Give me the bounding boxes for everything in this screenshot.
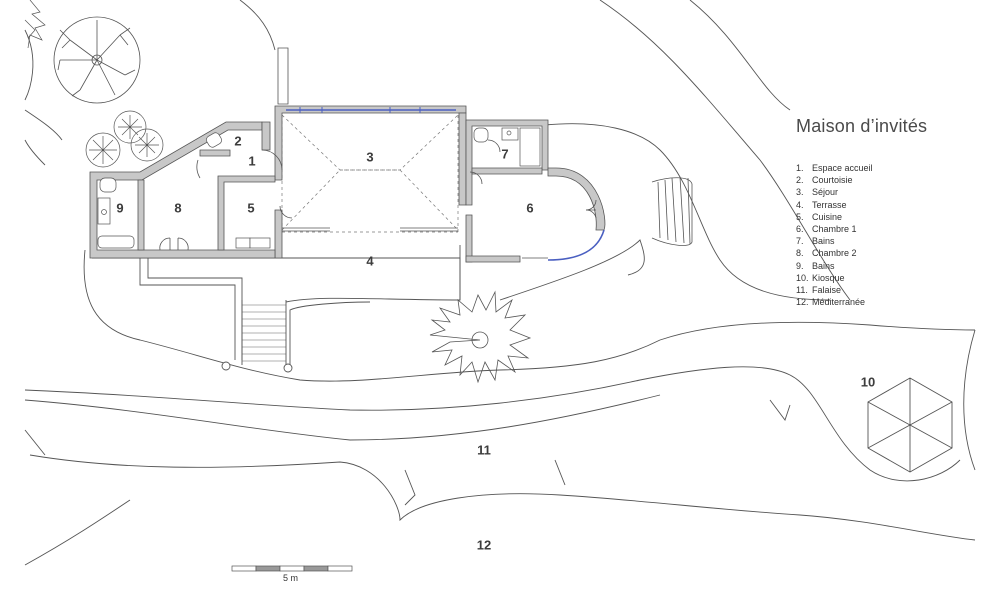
- counter: [249, 237, 271, 249]
- contour-line: [239, 0, 276, 51]
- wall: [199, 149, 231, 157]
- contour-line: [404, 469, 416, 506]
- room-label-6: 6: [526, 200, 534, 216]
- room-label-3: 3: [366, 149, 374, 165]
- contour-line: [554, 459, 566, 486]
- glazing: [547, 229, 605, 261]
- contour-line: [689, 0, 791, 111]
- door-arc: [177, 237, 189, 251]
- wall: [458, 112, 467, 206]
- legend-item: 11.Falaise: [796, 285, 842, 296]
- wall: [465, 214, 473, 263]
- wall: [277, 47, 289, 105]
- path: [139, 258, 236, 360]
- stove: [235, 237, 251, 249]
- room-label-9: 9: [116, 200, 124, 216]
- door-arc: [469, 171, 483, 185]
- contour-line: [24, 109, 63, 141]
- legend-item: 9.Bains: [796, 260, 835, 271]
- stairs: [241, 300, 287, 365]
- legend-item: 7.Bains: [796, 236, 835, 247]
- door-arc: [159, 237, 171, 251]
- room-label-8: 8: [174, 200, 182, 216]
- shrub: [24, 0, 46, 49]
- contour-line: [24, 29, 34, 101]
- path: [147, 258, 243, 360]
- legend-item: 5.Cuisine: [796, 211, 843, 222]
- rock-outline: [499, 239, 645, 301]
- legend-item: 3.Séjour: [796, 187, 839, 198]
- contour-line: [599, 0, 851, 301]
- room-label-4: 4: [366, 253, 374, 269]
- wall: [217, 175, 276, 251]
- legend-item: 10.Kiosque: [796, 272, 845, 283]
- door-arc: [585, 209, 597, 219]
- legend-item: 4.Terrasse: [796, 199, 847, 210]
- sliding-door: [282, 227, 330, 232]
- contour-line: [544, 123, 831, 301]
- path: [285, 245, 461, 303]
- terrace-outline: [92, 257, 461, 300]
- wall: [261, 121, 271, 151]
- contour-line: [963, 329, 976, 471]
- door-arc: [279, 205, 293, 219]
- palm-tree: [429, 290, 532, 384]
- curved-wall: [547, 167, 606, 231]
- room-label-2: 2: [234, 133, 242, 149]
- legend-item: 8.Chambre 2: [796, 248, 857, 259]
- wall: [465, 255, 521, 263]
- toilet: [473, 127, 489, 143]
- room-label-11: 11: [477, 442, 491, 458]
- tree: [85, 110, 164, 168]
- contour-line: [24, 499, 131, 566]
- legend-item: 1.Espace accueil: [796, 163, 873, 173]
- wall: [137, 179, 145, 251]
- contour-line: [24, 139, 46, 166]
- scale-label: 5 m: [283, 573, 299, 583]
- legend-item: 12.Méditerranée: [796, 297, 866, 308]
- contour-line: [24, 429, 46, 456]
- shower: [519, 127, 541, 167]
- door-arc: [261, 149, 283, 171]
- door-arc: [487, 139, 501, 153]
- contour-line: [24, 394, 661, 441]
- legend-item: 2.Courtoisie: [796, 175, 853, 186]
- kiosque: [867, 377, 953, 473]
- room-label-5: 5: [247, 200, 255, 216]
- scale-bar: [231, 565, 353, 572]
- wall: [274, 105, 467, 181]
- contour-line: [769, 399, 791, 421]
- door-arc: [196, 159, 201, 179]
- wall: [465, 119, 549, 206]
- room-label-10: 10: [860, 374, 876, 390]
- wall: [471, 167, 543, 175]
- room-label-7: 7: [501, 146, 509, 162]
- path-post: [283, 363, 293, 373]
- semicircular-steps: [651, 176, 693, 246]
- tree: [53, 16, 141, 104]
- toilet: [206, 132, 222, 148]
- contour-line: [29, 454, 976, 541]
- contour-line: [83, 249, 976, 382]
- contour-line: [24, 366, 961, 482]
- room-label-1: 1: [248, 153, 256, 169]
- toilet: [99, 177, 117, 193]
- plan-title: Maison d’invités: [796, 116, 928, 136]
- sliding-door: [400, 227, 458, 232]
- legend: 1.Espace accueil 2.Courtoisie 3.Séjour 4…: [796, 162, 873, 308]
- bathtub: [97, 235, 135, 249]
- wall: [274, 209, 283, 259]
- room-label-12: 12: [476, 537, 492, 553]
- legend-item: 6.Chambre 1: [796, 224, 857, 235]
- path-post: [221, 361, 231, 371]
- path: [289, 301, 371, 370]
